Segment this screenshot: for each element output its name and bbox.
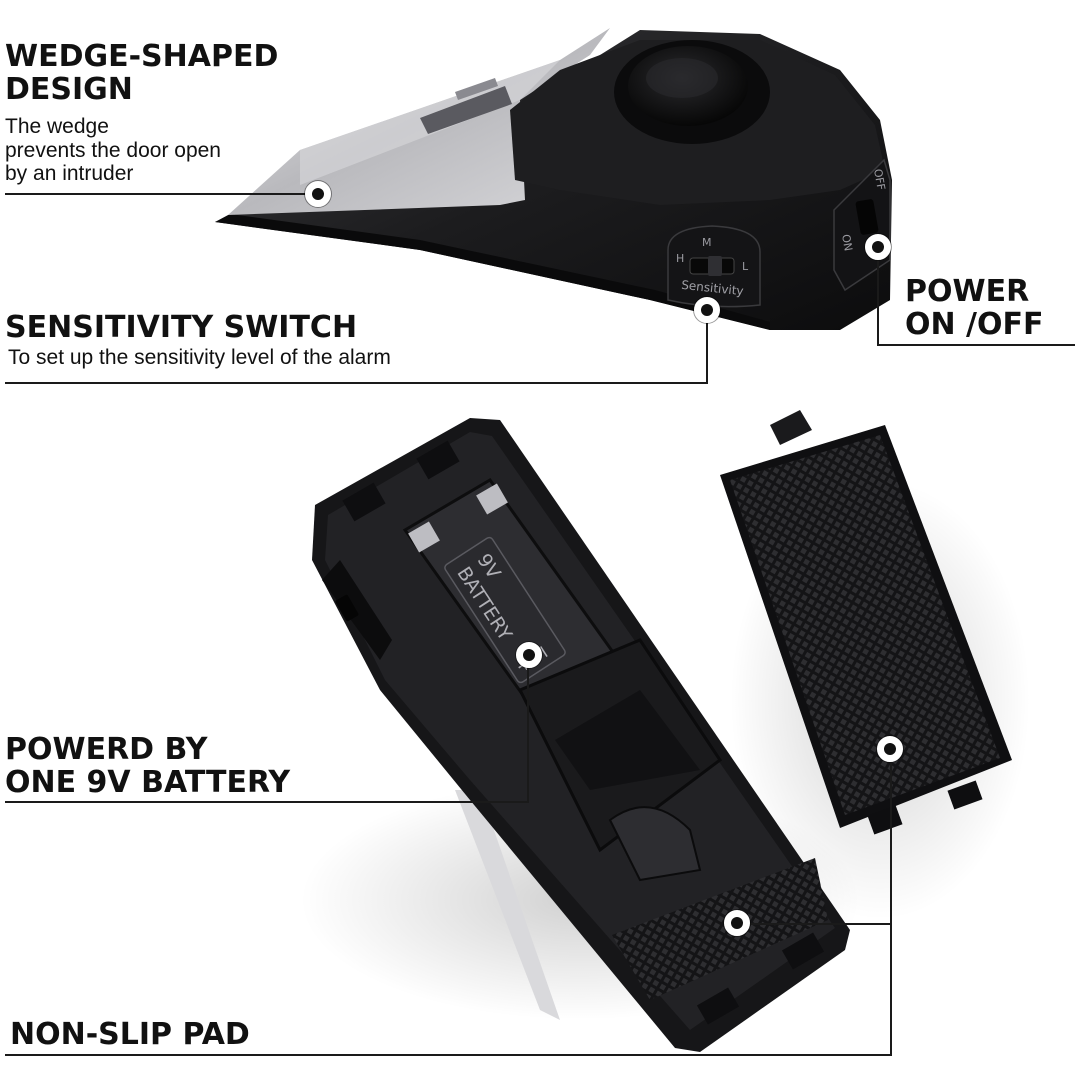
wedge-callout-line [5,193,318,195]
cover-pad-marker-dot [877,736,903,762]
battery-cover [720,410,1030,920]
battery-marker-dot [516,642,542,668]
pad-callout-line-vertical [890,750,892,1056]
wedge-alarm-device: H M L Sensitivity ON OFF [215,28,892,330]
switch-label: Sensitivity [681,278,745,298]
battery-title-line1: POWERD BY [5,732,208,767]
wedge-desc-line2: prevents the door open [5,139,221,162]
power-title-line1: POWER [905,274,1030,309]
pad-callout-line-branch [737,923,892,925]
sensitivity-marker-dot [694,297,720,323]
power-callout-line-vertical [877,247,879,345]
wedge-title-line2: DESIGN [5,72,133,107]
sensitivity-desc: To set up the sensitivity level of the a… [8,346,391,369]
device-pad-marker-dot [724,910,750,936]
switch-level-m: M [702,236,712,249]
power-marker-dot [865,234,891,260]
power-callout-line-horizontal [877,344,1075,346]
battery-callout-line-vertical [527,656,529,803]
open-device-underside: 9V BATTERY + − [300,418,860,1052]
wedge-marker-dot [305,181,331,207]
wedge-desc-line3: by an intruder [5,162,134,185]
battery-callout-line-horizontal [5,801,529,803]
alarm-button [614,40,770,144]
sensitivity-callout-line-vertical [706,310,708,384]
wedge-title-line1: WEDGE-SHAPED [5,39,279,74]
pad-title: NON-SLIP PAD [10,1017,250,1052]
pad-callout-line-horizontal [5,1054,892,1056]
power-title-line2: ON /OFF [905,307,1044,342]
sensitivity-callout-line-horizontal [5,382,708,384]
power-on-label: ON [839,233,855,252]
sensitivity-title: SENSITIVITY SWITCH [5,310,358,345]
device-non-slip-pad [612,858,828,1000]
sensitivity-switch: H M L Sensitivity [667,225,761,308]
battery-title-line2: ONE 9V BATTERY [5,765,291,800]
power-off-label: OFF [871,168,888,191]
switch-level-l: L [742,260,749,273]
wedge-desc-line1: The wedge [5,115,109,138]
switch-level-h: H [676,252,684,265]
